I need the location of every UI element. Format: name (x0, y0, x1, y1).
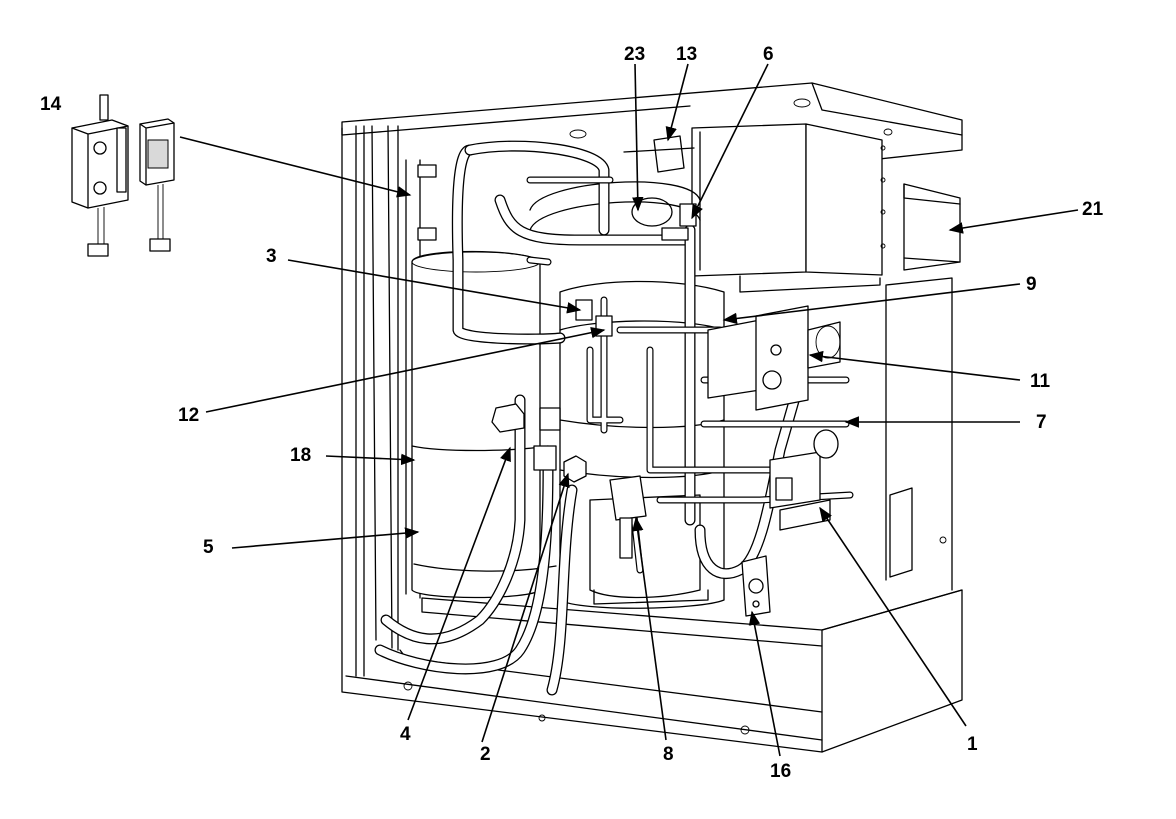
valves-and-fittings (417, 135, 841, 617)
callout-4: 4 (400, 724, 411, 745)
callout-9: 9 (1026, 274, 1037, 295)
callout-5: 5 (203, 537, 214, 558)
leader-6 (691, 63, 769, 220)
callout-7: 7 (1036, 412, 1047, 433)
callout-18: 18 (290, 445, 311, 466)
leader-14 (179, 136, 412, 198)
callout-13: 13 (676, 44, 697, 65)
callout-6: 6 (763, 44, 774, 65)
callout-3: 3 (266, 246, 277, 267)
callout-23: 23 (624, 44, 645, 65)
leader-23 (631, 63, 644, 212)
leader-21 (948, 209, 1079, 234)
callout-14: 14 (40, 94, 62, 115)
leader-5 (231, 527, 420, 549)
leader-4 (407, 446, 511, 721)
leader-9 (722, 283, 1021, 325)
leader-16 (748, 610, 781, 757)
callout-21: 21 (1082, 199, 1104, 220)
callout-12: 12 (178, 405, 199, 426)
leader-11 (808, 350, 1021, 381)
callout-1: 1 (967, 734, 978, 755)
callout-2: 2 (480, 744, 491, 765)
solenoid-component-detail (71, 94, 175, 257)
control-box (691, 123, 886, 293)
callout-labels: 14 23 13 6 21 3 9 11 12 7 18 5 4 2 8 16 … (40, 44, 1104, 782)
electrical-box-21 (903, 183, 961, 271)
leader-13 (665, 63, 689, 142)
callout-11: 11 (1030, 371, 1051, 392)
leader-12 (205, 326, 606, 413)
leader-8 (632, 516, 667, 741)
piping (374, 140, 854, 696)
leader-1 (819, 506, 967, 727)
callout-16: 16 (770, 761, 791, 782)
leader-18 (325, 453, 416, 466)
leader-2 (481, 472, 570, 743)
leader-3 (287, 259, 582, 314)
callout-8: 8 (663, 744, 674, 765)
leader-lines (179, 63, 1079, 757)
